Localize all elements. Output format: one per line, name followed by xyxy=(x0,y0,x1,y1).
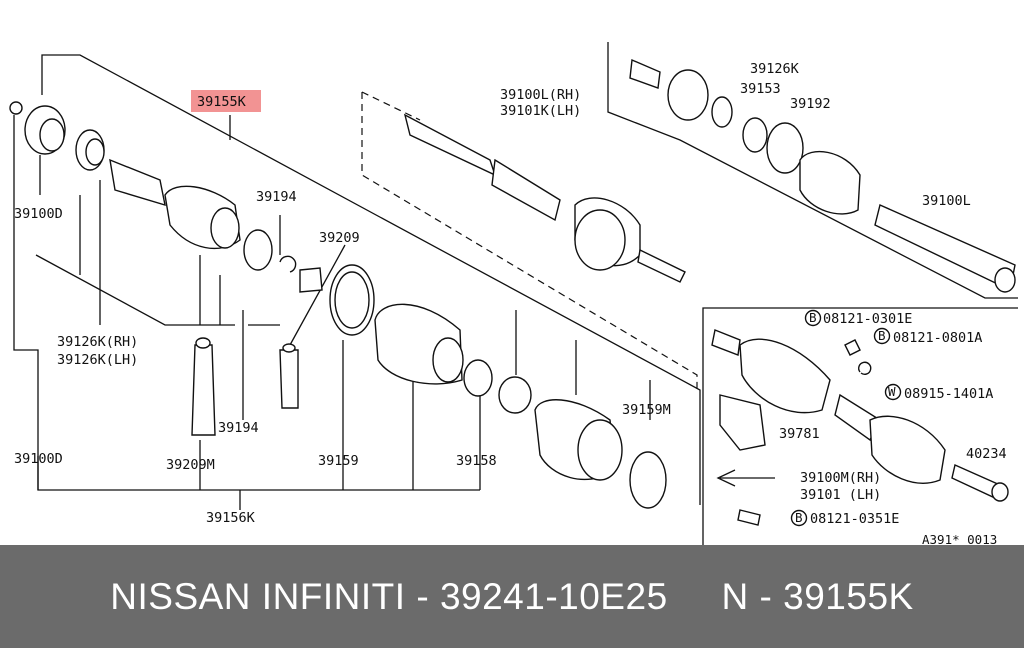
diagram-frame-lines xyxy=(13,54,701,510)
label-39159[interactable]: 39159 xyxy=(318,453,359,469)
left-parts xyxy=(9,101,323,436)
label-39126K-rh[interactable]: 39126K(RH) xyxy=(57,334,138,350)
label-39209M[interactable]: 39209M xyxy=(166,457,215,473)
label-08121-0351E[interactable]: 08121-0351E xyxy=(810,511,899,527)
label-39209[interactable]: 39209 xyxy=(319,230,360,246)
label-39126K-lh[interactable]: 39126K(LH) xyxy=(57,352,138,368)
label-39159M[interactable]: 39159M xyxy=(622,402,671,418)
part-highlight xyxy=(191,90,261,112)
label-39156K[interactable]: 39156K xyxy=(206,510,256,526)
detail-frame-bottom-right xyxy=(702,307,1018,545)
circle-letter-W: W xyxy=(888,384,896,399)
label-39101K-lh[interactable]: 39101K(LH) xyxy=(500,103,581,119)
label-39194-bottom[interactable]: 39194 xyxy=(218,420,259,436)
bottom-right-parts xyxy=(711,329,1009,526)
label-39781[interactable]: 39781 xyxy=(779,426,820,442)
label-39100M-rh[interactable]: 39100M(RH) xyxy=(800,470,881,486)
label-40234[interactable]: 40234 xyxy=(966,446,1007,462)
label-08915-1401A[interactable]: 08915-1401A xyxy=(904,386,993,402)
label-39101-lh[interactable]: 39101 (LH) xyxy=(800,487,881,503)
label-39126K-detail[interactable]: 39126K xyxy=(750,61,800,77)
label-39155K[interactable]: 39155K xyxy=(197,94,247,110)
label-39100D-bottom[interactable]: 39100D xyxy=(14,451,63,467)
circle-B-2 xyxy=(873,327,891,345)
label-39153[interactable]: 39153 xyxy=(740,81,781,97)
center-shaft xyxy=(403,113,686,283)
circle-W xyxy=(884,383,902,401)
circle-letter-B-1: B xyxy=(809,310,817,325)
assembly-dashed-outline xyxy=(361,92,698,392)
footer-caption: NISSAN INFINITI - 39241-10E25 N - 39155K xyxy=(110,575,914,617)
parts-diagram: 39155K 39100D 39126K(RH) 39126K(LH) 3919… xyxy=(9,42,1018,545)
label-39192[interactable]: 39192 xyxy=(790,96,831,112)
label-08121-0301E[interactable]: 08121-0301E xyxy=(823,311,912,327)
label-39100L-rh[interactable]: 39100L(RH) xyxy=(500,87,581,103)
diagram-code: A391* 0013 xyxy=(922,532,997,545)
label-39194-top[interactable]: 39194 xyxy=(256,189,297,205)
label-39158[interactable]: 39158 xyxy=(456,453,497,469)
footer-bar: NISSAN INFINITI - 39241-10E25 N - 39155K xyxy=(0,545,1024,648)
detail-frame-top-right xyxy=(607,42,1018,299)
circle-B-3 xyxy=(790,509,808,527)
circle-letter-B-2: B xyxy=(878,328,886,343)
circle-letter-B-3: B xyxy=(795,510,803,525)
circle-B-1 xyxy=(804,309,822,327)
label-08121-0801A[interactable]: 08121-0801A xyxy=(893,330,982,346)
label-39100L[interactable]: 39100L xyxy=(922,193,971,209)
label-39100D-top[interactable]: 39100D xyxy=(14,206,63,222)
boot-parts xyxy=(329,264,667,509)
top-right-parts xyxy=(629,58,1016,293)
